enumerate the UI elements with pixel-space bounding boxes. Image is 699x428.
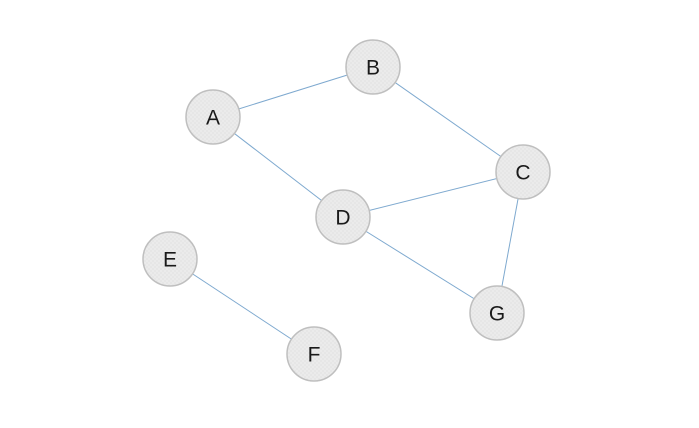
node-A[interactable]: A <box>185 89 241 145</box>
edge-B-C <box>372 66 524 173</box>
node-label-F: F <box>308 344 321 367</box>
node-circle-B[interactable] <box>345 39 401 95</box>
node-label-A: A <box>206 107 220 130</box>
node-label-E: E <box>163 249 177 272</box>
node-D[interactable]: D <box>315 189 371 245</box>
node-circle-D[interactable] <box>315 189 371 245</box>
node-circle-C[interactable] <box>495 144 551 200</box>
node-C[interactable]: C <box>495 144 551 200</box>
node-E[interactable]: E <box>142 231 198 287</box>
node-label-D: D <box>335 207 350 230</box>
node-circle-F[interactable] <box>286 326 342 382</box>
edge-D-C <box>342 171 524 218</box>
node-B[interactable]: B <box>345 39 401 95</box>
node-F[interactable]: F <box>286 326 342 382</box>
node-label-B: B <box>366 57 380 80</box>
node-circle-G[interactable] <box>469 285 525 341</box>
node-circle-E[interactable] <box>142 231 198 287</box>
edge-D-G <box>342 216 498 314</box>
edge-A-B <box>212 66 374 118</box>
node-circle-A[interactable] <box>185 89 241 145</box>
node-label-G: G <box>489 303 505 326</box>
node-G[interactable]: G <box>469 285 525 341</box>
edge-E-F <box>169 258 315 355</box>
node-label-C: C <box>515 162 530 185</box>
